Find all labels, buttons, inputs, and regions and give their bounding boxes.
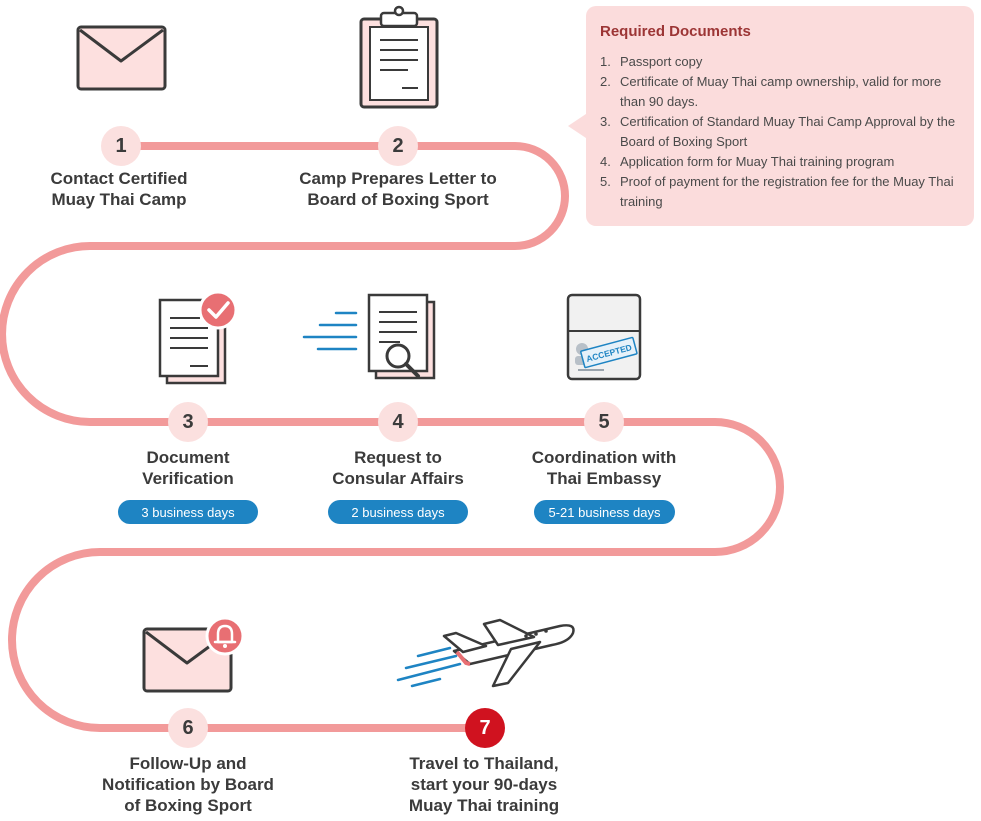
list-item: 3.Certification of Standard Muay Thai Ca… xyxy=(600,114,956,149)
step-5-title: Coordination with Thai Embassy xyxy=(531,448,677,488)
step-4-duration-badge: 2 business days xyxy=(328,500,468,524)
list-item: 1.Passport copy xyxy=(600,54,703,69)
step-1-title: Contact Certified Muay Thai Camp xyxy=(50,169,188,209)
step-3-title: Document Verification xyxy=(142,448,234,488)
step-6-number: 6 xyxy=(168,708,208,748)
step-5-number: 5 xyxy=(584,402,624,442)
required-documents-panel: Required Documents 1.Passport copy 2.Cer… xyxy=(586,6,974,226)
step-6-title: Follow-Up and Notification by Board of B… xyxy=(102,754,274,815)
step-5-duration-badge: 5-21 business days xyxy=(534,500,675,524)
step-2-title: Camp Prepares Letter to Board of Boxing … xyxy=(299,169,497,209)
callout-pointer xyxy=(568,114,586,138)
list-item: 5.Proof of payment for the registration … xyxy=(600,174,954,209)
list-item: 4.Application form for Muay Thai trainin… xyxy=(600,154,895,169)
step-1-number: 1 xyxy=(101,126,141,166)
step-7-title: Travel to Thailand, start your 90-days M… xyxy=(408,754,560,815)
step-7-number: 7 xyxy=(465,708,505,748)
step-3-number: 3 xyxy=(168,402,208,442)
required-documents-list: 1.Passport copy 2.Certificate of Muay Th… xyxy=(600,52,960,212)
step-2-number: 2 xyxy=(378,126,418,166)
list-item: 2.Certificate of Muay Thai camp ownershi… xyxy=(600,74,942,109)
required-documents-title: Required Documents xyxy=(600,23,751,40)
step-3-duration-badge: 3 business days xyxy=(118,500,258,524)
step-4-number: 4 xyxy=(378,402,418,442)
step-4-title: Request to Consular Affairs xyxy=(332,448,464,488)
